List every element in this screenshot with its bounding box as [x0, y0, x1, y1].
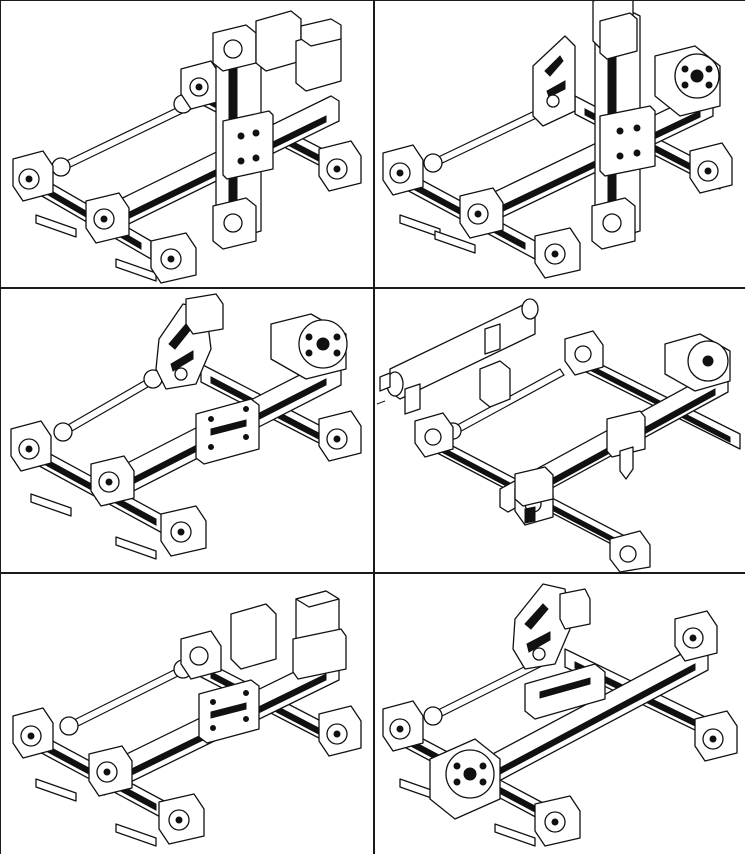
pulley-icon: [654, 45, 721, 117]
motor-icon: [318, 705, 362, 757]
motor-icon: [12, 150, 54, 202]
motor-icon: [694, 710, 738, 762]
motor-icon: [534, 795, 581, 847]
motor-icon: [90, 455, 135, 507]
motor-icon: [609, 530, 651, 572]
panel-gantry-upright-motor: [1, 574, 373, 855]
motor-icon: [459, 187, 504, 239]
gantry-illustration: [382, 583, 738, 847]
motor-icon: [674, 610, 718, 662]
motor-icon: [88, 745, 133, 797]
gantry-illustration: [376, 298, 741, 572]
panel-gantry-z-axis-rotary: [375, 1, 745, 287]
gantry-illustration: [12, 590, 362, 847]
motor-icon: [382, 144, 424, 196]
gantry-illustration: [10, 293, 362, 560]
motor-icon: [10, 420, 52, 472]
motor-icon: [414, 412, 454, 458]
motor-icon: [160, 505, 207, 557]
pulley-icon: [429, 738, 501, 820]
panel-gantry-dual-rotary: [375, 574, 745, 855]
motor-icon: [318, 140, 362, 192]
panel-gantry-rotary: [1, 289, 373, 572]
panel-gantry-z-axis: [1, 1, 373, 287]
motor-icon: [158, 793, 205, 845]
motor-icon: [318, 410, 362, 462]
upright-motor-icon: [292, 590, 347, 680]
laser-tube-icon: [376, 298, 539, 415]
pulley-icon: [664, 333, 731, 392]
motor-icon: [12, 707, 54, 759]
motor-icon: [180, 60, 222, 110]
motor-icon: [180, 630, 222, 680]
rotary-head-icon: [532, 35, 576, 127]
pulley-icon: [270, 313, 348, 380]
motor-icon: [564, 330, 604, 376]
panel-gantry-laser: [375, 289, 745, 572]
motor-icon: [534, 227, 581, 279]
motor-icon: [85, 192, 130, 244]
gantry-illustration: [382, 1, 733, 279]
motor-icon: [150, 232, 197, 284]
motor-icon: [689, 142, 733, 194]
motor-icon: [382, 700, 424, 752]
rotary-head-icon: [512, 583, 591, 670]
rotary-head-icon: [155, 293, 224, 390]
gantry-illustration: [12, 10, 362, 284]
